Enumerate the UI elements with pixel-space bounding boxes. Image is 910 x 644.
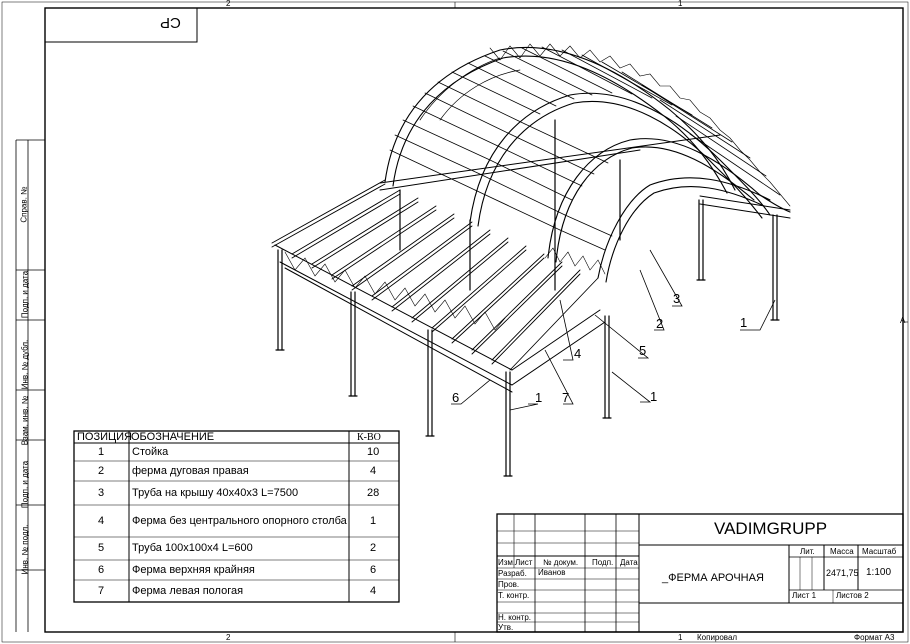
bom-row-qty: 4: [370, 585, 377, 597]
tb-scale: 1:100: [866, 567, 892, 578]
tb-developer: Иванов: [538, 568, 566, 577]
leader-lines: [451, 249, 776, 411]
tb-role: Пров.: [498, 580, 520, 589]
bom-row-qty: 1: [370, 515, 377, 527]
ridge-truss: [489, 43, 791, 207]
bom-row-pos: 6: [98, 564, 105, 576]
callout-number: 7: [562, 390, 570, 405]
tb-sheets: Листов 2: [836, 591, 869, 600]
column-feet: [275, 279, 780, 477]
bom-row-name: Ферма без центрального опорного столба: [132, 515, 347, 527]
tb-role: Т. контр.: [498, 591, 530, 600]
tb-sheet: Лист 1: [792, 591, 817, 600]
callout-number: 2: [656, 316, 664, 331]
tb-role: Н. контр.: [498, 613, 532, 622]
bom-row-qty: 6: [370, 564, 377, 576]
zone-label: A: [900, 316, 906, 325]
zone-label: 2: [226, 633, 231, 642]
bom-row-qty: 10: [367, 446, 380, 458]
tb-lit-label: Лит.: [800, 547, 815, 556]
bom-row-qty: 28: [367, 487, 380, 499]
drawing-title: _ФЕРМА АРОЧНАЯ: [662, 572, 764, 584]
bom-row-qty: 2: [370, 542, 377, 554]
bom-row-pos: 4: [98, 515, 105, 527]
bom-table-grid: [73, 430, 400, 603]
bom-row-pos: 3: [98, 487, 105, 499]
zone-label: 1: [678, 633, 683, 642]
bom-row-name: Ферма верхняя крайняя: [132, 564, 255, 576]
tb-col-header: Изм.: [498, 558, 516, 567]
tb-col-header: Подп.: [592, 558, 614, 567]
bom-row-name: Ферма левая пологая: [132, 585, 244, 597]
bom-row-pos: 2: [98, 465, 105, 477]
arch-structure: [271, 43, 791, 477]
back-eave: [379, 134, 791, 386]
bom-row-pos: 5: [98, 542, 105, 554]
tb-role: Утв.: [498, 623, 514, 632]
callout-number: 1: [650, 389, 658, 404]
title-block-grid: [496, 513, 904, 633]
corner-stamp-box: [44, 7, 198, 43]
side-label: Подп. и дата: [20, 270, 30, 319]
zone-label: 2: [226, 0, 231, 8]
side-label: Инв. № подл.: [20, 524, 30, 575]
side-label: Справ. №: [19, 186, 29, 223]
callout-number: 6: [452, 390, 460, 405]
bom-header-qty: К-ВО: [357, 432, 381, 443]
tb-col-header: Лист: [515, 558, 533, 567]
bom-header-position: ПОЗИЦИЯ: [77, 431, 132, 443]
tb-col-header: № докум.: [543, 558, 579, 567]
zone-label: 1: [678, 0, 683, 8]
side-label: Подп. и дата: [20, 460, 30, 509]
tb-scale-label: Масштаб: [862, 547, 897, 556]
bom-header-designation: ОБОЗНАЧЕНИЕ: [131, 431, 215, 443]
callout-number: 5: [639, 343, 647, 358]
roof-purlins: [271, 179, 599, 371]
bom-row-qty: 4: [370, 465, 377, 477]
side-label: Взам. инв. №: [20, 395, 30, 446]
bom-row-pos: 7: [98, 585, 105, 597]
arch-ribs: [384, 46, 791, 283]
front-eave-truss: [274, 244, 513, 393]
tb-mass-label: Масса: [830, 547, 854, 556]
corner-stamp: СР: [160, 14, 181, 31]
callout-number: 1: [535, 390, 543, 405]
columns: [277, 119, 778, 477]
callout-number: 1: [740, 315, 748, 330]
tb-col-header: Дата: [620, 558, 638, 567]
bom-row-name: Труба 100х100х4 L=600: [132, 542, 253, 554]
tb-role: Разраб.: [498, 569, 527, 578]
company-name: VADIMGRUPP: [714, 519, 828, 538]
footer-format: Формат А3: [854, 633, 895, 642]
bom-row-name: ферма дуговая правая: [132, 465, 249, 477]
bom-row-pos: 1: [98, 446, 105, 458]
arch-purlins: [389, 46, 781, 251]
bom-row-name: Стойка: [132, 446, 169, 458]
callout-number: 3: [673, 291, 681, 306]
tb-mass: 2471,75: [826, 568, 859, 578]
side-strip: [15, 139, 45, 632]
footer-copied: Копировал: [697, 633, 738, 642]
callout-number: 4: [574, 346, 582, 361]
bom-row-name: Труба на крышу 40х40х3 L=7500: [132, 487, 299, 499]
